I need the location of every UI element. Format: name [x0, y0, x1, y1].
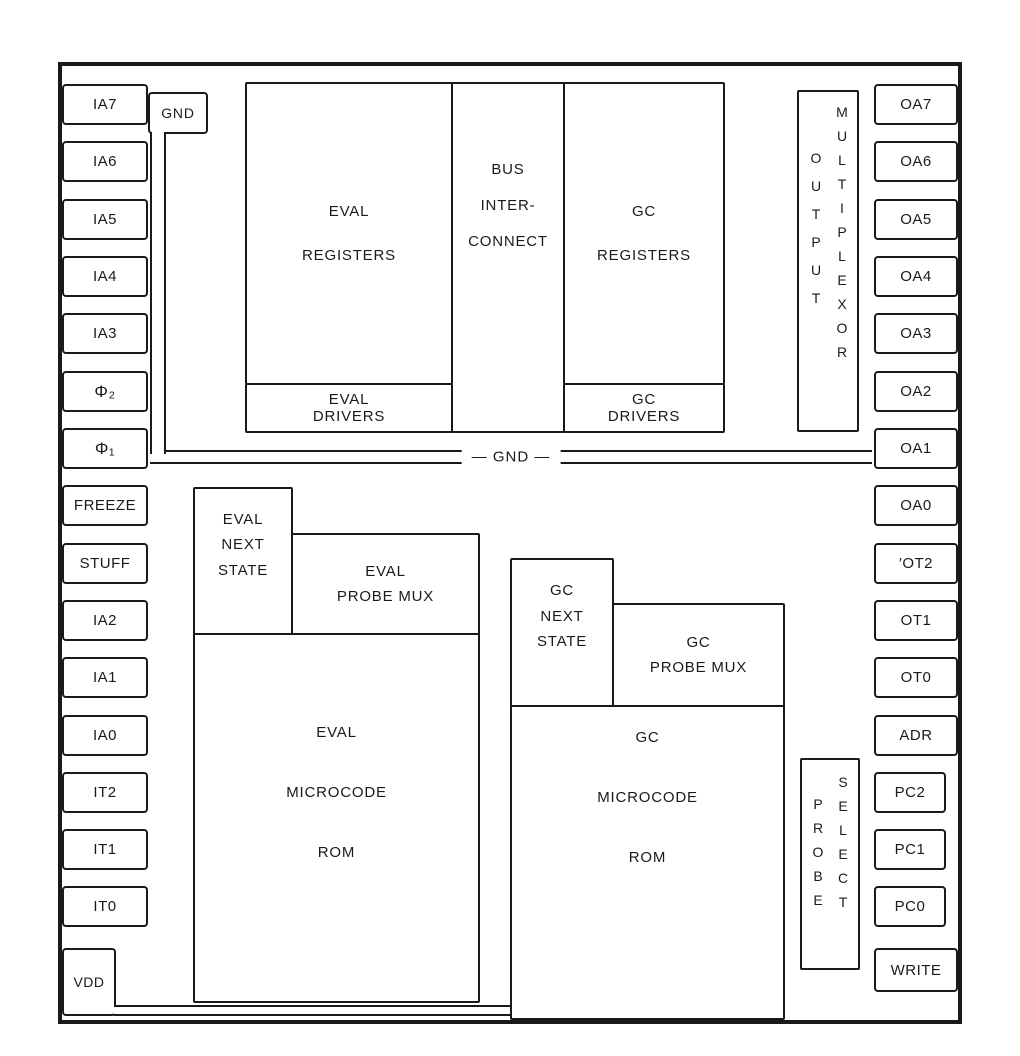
pad-adr: ADR [874, 715, 958, 756]
block-gnd-tap: GND [148, 92, 208, 134]
block-gc-registers: GC REGISTERS [563, 82, 725, 385]
block-gc-probe-mux: GC PROBE MUX [612, 603, 785, 707]
pad-not-ot2: ′OT2 [874, 543, 958, 584]
gnd-bus-horizontal: — GND — [150, 448, 872, 466]
vdd-bus-horizontal [114, 1005, 510, 1016]
pad-oa4: OA4 [874, 256, 958, 297]
pad-ia6: IA6 [62, 141, 148, 182]
pad-phi2: Φ₂ [62, 371, 148, 412]
block-eval-drivers: EVAL DRIVERS [245, 383, 453, 433]
pad-oa7: OA7 [874, 84, 958, 125]
pad-ia3: IA3 [62, 313, 148, 354]
block-bus-interconnect: BUS INTER- CONNECT [451, 82, 565, 433]
block-gc-drivers: GC DRIVERS [563, 383, 725, 433]
pad-stuff: STUFF [62, 543, 148, 584]
block-eval-registers: EVAL REGISTERS [245, 82, 453, 385]
block-eval-probe-mux: EVAL PROBE MUX [291, 533, 480, 635]
pad-ia2: IA2 [62, 600, 148, 641]
pad-ot0: OT0 [874, 657, 958, 698]
probe-label: PROBE [810, 796, 826, 916]
pad-write: WRITE [874, 948, 958, 992]
pad-pc2: PC2 [874, 772, 946, 813]
pad-oa0: OA0 [874, 485, 958, 526]
gnd-bus-vertical [150, 132, 166, 454]
block-eval-microcode-rom: EVAL MICROCODE ROM [193, 633, 480, 1003]
gnd-rail-label: — GND — [461, 448, 561, 466]
block-gc-microcode-rom: GC MICROCODE ROM [510, 705, 785, 1020]
pad-it2: IT2 [62, 772, 148, 813]
pad-phi1: Φ₁ [62, 428, 148, 469]
block-gc-next-state: GC NEXT STATE [510, 558, 614, 707]
chip-die-border [58, 62, 962, 1024]
pad-it0: IT0 [62, 886, 148, 927]
output-label: OUTPUT [808, 150, 824, 318]
pad-oa1: OA1 [874, 428, 958, 469]
pad-oa5: OA5 [874, 199, 958, 240]
pad-pc1: PC1 [874, 829, 946, 870]
block-probe-select: PROBE SELECT [800, 758, 860, 970]
pad-freeze: FREEZE [62, 485, 148, 526]
pad-ia1: IA1 [62, 657, 148, 698]
block-output-multiplexor: OUTPUT MULTIPLEXOR [797, 90, 859, 432]
block-eval-next-state: EVAL NEXT STATE [193, 487, 293, 635]
pad-oa2: OA2 [874, 371, 958, 412]
multiplexor-label: MULTIPLEXOR [834, 104, 850, 368]
pad-ia7: IA7 [62, 84, 148, 125]
pad-ia5: IA5 [62, 199, 148, 240]
pad-ia0: IA0 [62, 715, 148, 756]
pad-vdd: VDD [62, 948, 116, 1016]
pad-oa6: OA6 [874, 141, 958, 182]
pad-pc0: PC0 [874, 886, 946, 927]
pad-it1: IT1 [62, 829, 148, 870]
pad-ot1: OT1 [874, 600, 958, 641]
select-label: SELECT [835, 774, 851, 918]
pad-oa3: OA3 [874, 313, 958, 354]
pad-ia4: IA4 [62, 256, 148, 297]
